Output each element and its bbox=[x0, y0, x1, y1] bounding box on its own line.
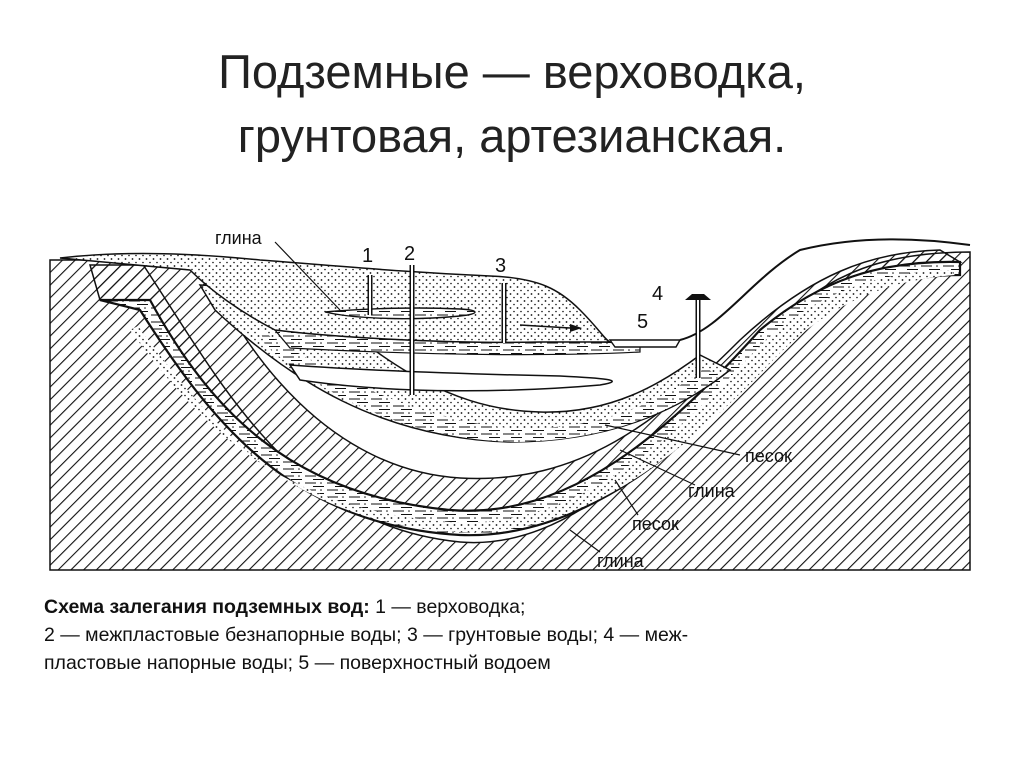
groundwater-diagram: глина песок глина песок глина 1 2 3 4 5 bbox=[40, 180, 990, 720]
marker-2: 2 bbox=[404, 243, 415, 265]
slide-title-line-1: Подземные — верховодка, bbox=[218, 45, 806, 98]
surface-sand-mound bbox=[59, 252, 611, 344]
label-clay-top: глина bbox=[215, 228, 263, 248]
label-clay-2: глина bbox=[688, 481, 736, 501]
caption-line-1: Схема залегания подземных вод: 1 — верхо… bbox=[44, 593, 984, 621]
leader-clay-bottom bbox=[569, 529, 601, 553]
slide-title: Подземные — верховодка, грунтовая, артез… bbox=[0, 40, 1024, 168]
leader-clay-2 bbox=[619, 449, 696, 486]
label-clay-bottom: глина bbox=[597, 551, 645, 571]
slide-title-line-2: грунтовая, артезианская. bbox=[237, 109, 787, 162]
marker-1: 1 bbox=[362, 245, 373, 267]
caption-heading: Схема залегания подземных вод: bbox=[44, 596, 370, 618]
groundwater-flow-arrowhead bbox=[570, 324, 582, 332]
caption-line-1-rest: 1 — верховодка; bbox=[369, 596, 526, 618]
marker-4: 4 bbox=[652, 283, 663, 305]
groundwater-flow-arrow bbox=[519, 324, 571, 329]
top-clay-lens bbox=[288, 364, 613, 392]
diagram-caption: Схема залегания подземных вод: 1 — верхо… bbox=[44, 593, 984, 677]
well-4-fountain bbox=[685, 294, 711, 300]
leader-clay-top bbox=[274, 241, 341, 311]
caption-line-3: пластовые напорные воды; 5 — поверхностн… bbox=[44, 652, 551, 674]
middle-clay-layer bbox=[89, 249, 963, 512]
leader-sand-2 bbox=[614, 479, 639, 516]
label-sand-2: песок bbox=[632, 514, 679, 534]
surface-water-body bbox=[608, 339, 682, 348]
cross-section-svg: глина песок глина песок глина 1 2 3 4 5 bbox=[49, 228, 971, 571]
right-slope-surface bbox=[679, 238, 971, 341]
perched-water-lens bbox=[324, 307, 476, 320]
label-sand-1: песок bbox=[745, 446, 792, 466]
marker-5: 5 bbox=[637, 311, 648, 333]
caption-line-2: 2 — межпластовые безнапорные воды; 3 — г… bbox=[44, 624, 689, 646]
marker-3: 3 bbox=[495, 255, 506, 277]
leader-sand-1 bbox=[604, 424, 741, 456]
